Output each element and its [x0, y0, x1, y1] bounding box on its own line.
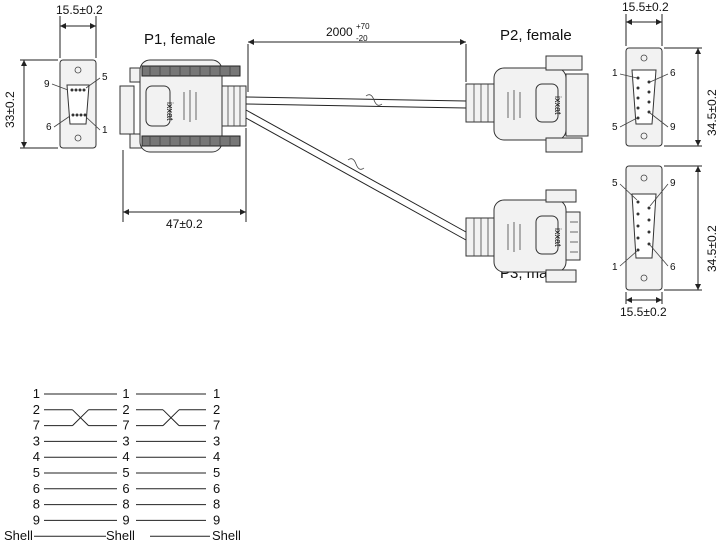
- p2-brand: ixxat: [553, 96, 563, 115]
- wire-label-2-1: 2: [33, 402, 40, 417]
- wire-label-shell-3: Shell: [212, 528, 241, 543]
- p2-side-view: P2, female ixxat: [465, 27, 589, 153]
- p3-face-d-sub: [631, 193, 657, 259]
- p2-logo-plate: [535, 83, 559, 123]
- p1-screw-bottom: [141, 135, 241, 147]
- p1-side-view: P1, female ixxat 47±0.2: [119, 31, 247, 231]
- wire-label-7-2: 7: [122, 418, 129, 433]
- p1-length-dim: 47±0.2: [166, 217, 203, 231]
- wire-label-5-2: 5: [122, 465, 129, 480]
- p2-face-d-sub: [631, 69, 657, 125]
- p1-plug-front: [119, 85, 135, 135]
- p1-width-dim: 15.5±0.2: [56, 3, 103, 17]
- p1-logo-plate: [145, 85, 171, 127]
- p1-brand: ixxat: [165, 102, 175, 121]
- p3-logo-plate: [535, 215, 559, 255]
- wire-label-3-3: 3: [213, 433, 220, 448]
- wire-label-9-2: 9: [122, 512, 129, 527]
- p1-pin-9-label: 9: [44, 79, 50, 90]
- p2-height-dim: 34.5±0.2: [705, 89, 719, 136]
- wire-label-5-1: 5: [33, 465, 40, 480]
- wire-label-8-3: 8: [213, 497, 220, 512]
- cable-length-dim: 2000: [326, 25, 353, 39]
- p3-brand: ixxat: [553, 228, 563, 247]
- wire-label-shell-1: Shell: [4, 528, 33, 543]
- wire-label-3-1: 3: [33, 433, 40, 448]
- p1-pin-1-label: 1: [102, 125, 108, 136]
- wire-label-shell-2: Shell: [106, 528, 135, 543]
- p2-screw-top: [545, 55, 583, 71]
- cable-p3-upper: [245, 109, 467, 233]
- cable-p2-upper: [245, 96, 467, 102]
- p1-pin-5-label: 5: [102, 72, 108, 83]
- p3-screw-bottom: [545, 269, 577, 283]
- wire-label-6-3: 6: [213, 481, 220, 496]
- wire-label-1-1: 1: [33, 386, 40, 401]
- p2-pin-5-label: 5: [612, 122, 618, 133]
- p1-face-screw-top: [74, 66, 82, 74]
- wire-label-5-3: 5: [213, 465, 220, 480]
- p3-pin-1-label: 1: [612, 262, 618, 273]
- p1-face-d-sub: [66, 84, 90, 125]
- wire-label-9-3: 9: [213, 512, 220, 527]
- wire-label-4-1: 4: [33, 449, 40, 464]
- cable-tol-minus: -20: [356, 34, 368, 43]
- p1-face-screw-bottom: [74, 134, 82, 142]
- p1-pin-6-label: 6: [46, 122, 52, 133]
- wire-label-2-2: 2: [122, 402, 129, 417]
- p3-plug-front: [565, 211, 581, 261]
- cable-p2-lower: [245, 103, 467, 109]
- wire-label-7-1: 7: [33, 418, 40, 433]
- cable-p3-break-mark: [347, 158, 365, 170]
- wire-label-7-3: 7: [213, 418, 220, 433]
- p1-screw-top: [141, 65, 241, 77]
- wire-cross-1: [162, 409, 180, 426]
- wire-label-8-2: 8: [122, 497, 129, 512]
- p3-pin-5-label: 5: [612, 178, 618, 189]
- cable-p3-lower: [245, 117, 467, 241]
- wire-label-1-2: 1: [122, 386, 129, 401]
- wire-label-1-3: 1: [213, 386, 220, 401]
- y-cable: 2000 +70 -20: [245, 22, 467, 241]
- p3-face-view: 5 9 1 6 34.5±0.2 15.5±0.2: [612, 165, 719, 319]
- wire-label-4-3: 4: [213, 449, 220, 464]
- cable-p2-break-mark: [365, 94, 383, 106]
- wire-label-4-2: 4: [122, 449, 129, 464]
- p3-pin-9-label: 9: [670, 178, 676, 189]
- p2-pin-1-label: 1: [612, 68, 618, 79]
- p1-face-view: 9 5 6 1 15.5±0.2 33±0.2: [3, 3, 108, 149]
- p3-pin-6-label: 6: [670, 262, 676, 273]
- p2-pin-6-label: 6: [670, 68, 676, 79]
- p2-face-view: 1 6 5 9 15.5±0.2 34.5±0.2: [612, 0, 719, 147]
- p2-plug-front: [565, 73, 589, 137]
- p3-screw-top: [545, 189, 577, 203]
- p3-side-view: P3, male ixxat: [465, 189, 581, 283]
- wire-label-8-1: 8: [33, 497, 40, 512]
- p2-width-dim: 15.5±0.2: [622, 0, 669, 14]
- wire-cross-0: [72, 409, 89, 426]
- wire-label-2-3: 2: [213, 402, 220, 417]
- p3-height-dim: 34.5±0.2: [705, 225, 719, 272]
- p2-screw-bottom: [545, 137, 583, 153]
- wire-label-9-1: 9: [33, 512, 40, 527]
- p1-height-dim: 33±0.2: [3, 91, 17, 128]
- p2-title: P2, female: [500, 27, 572, 44]
- cable-tol-plus: +70: [356, 22, 370, 31]
- wire-label-6-2: 6: [122, 481, 129, 496]
- p2-pin-9-label: 9: [670, 122, 676, 133]
- wire-label-3-2: 3: [122, 433, 129, 448]
- p1-title: P1, female: [144, 31, 216, 48]
- wire-label-6-1: 6: [33, 481, 40, 496]
- p3-width-dim: 15.5±0.2: [620, 305, 667, 319]
